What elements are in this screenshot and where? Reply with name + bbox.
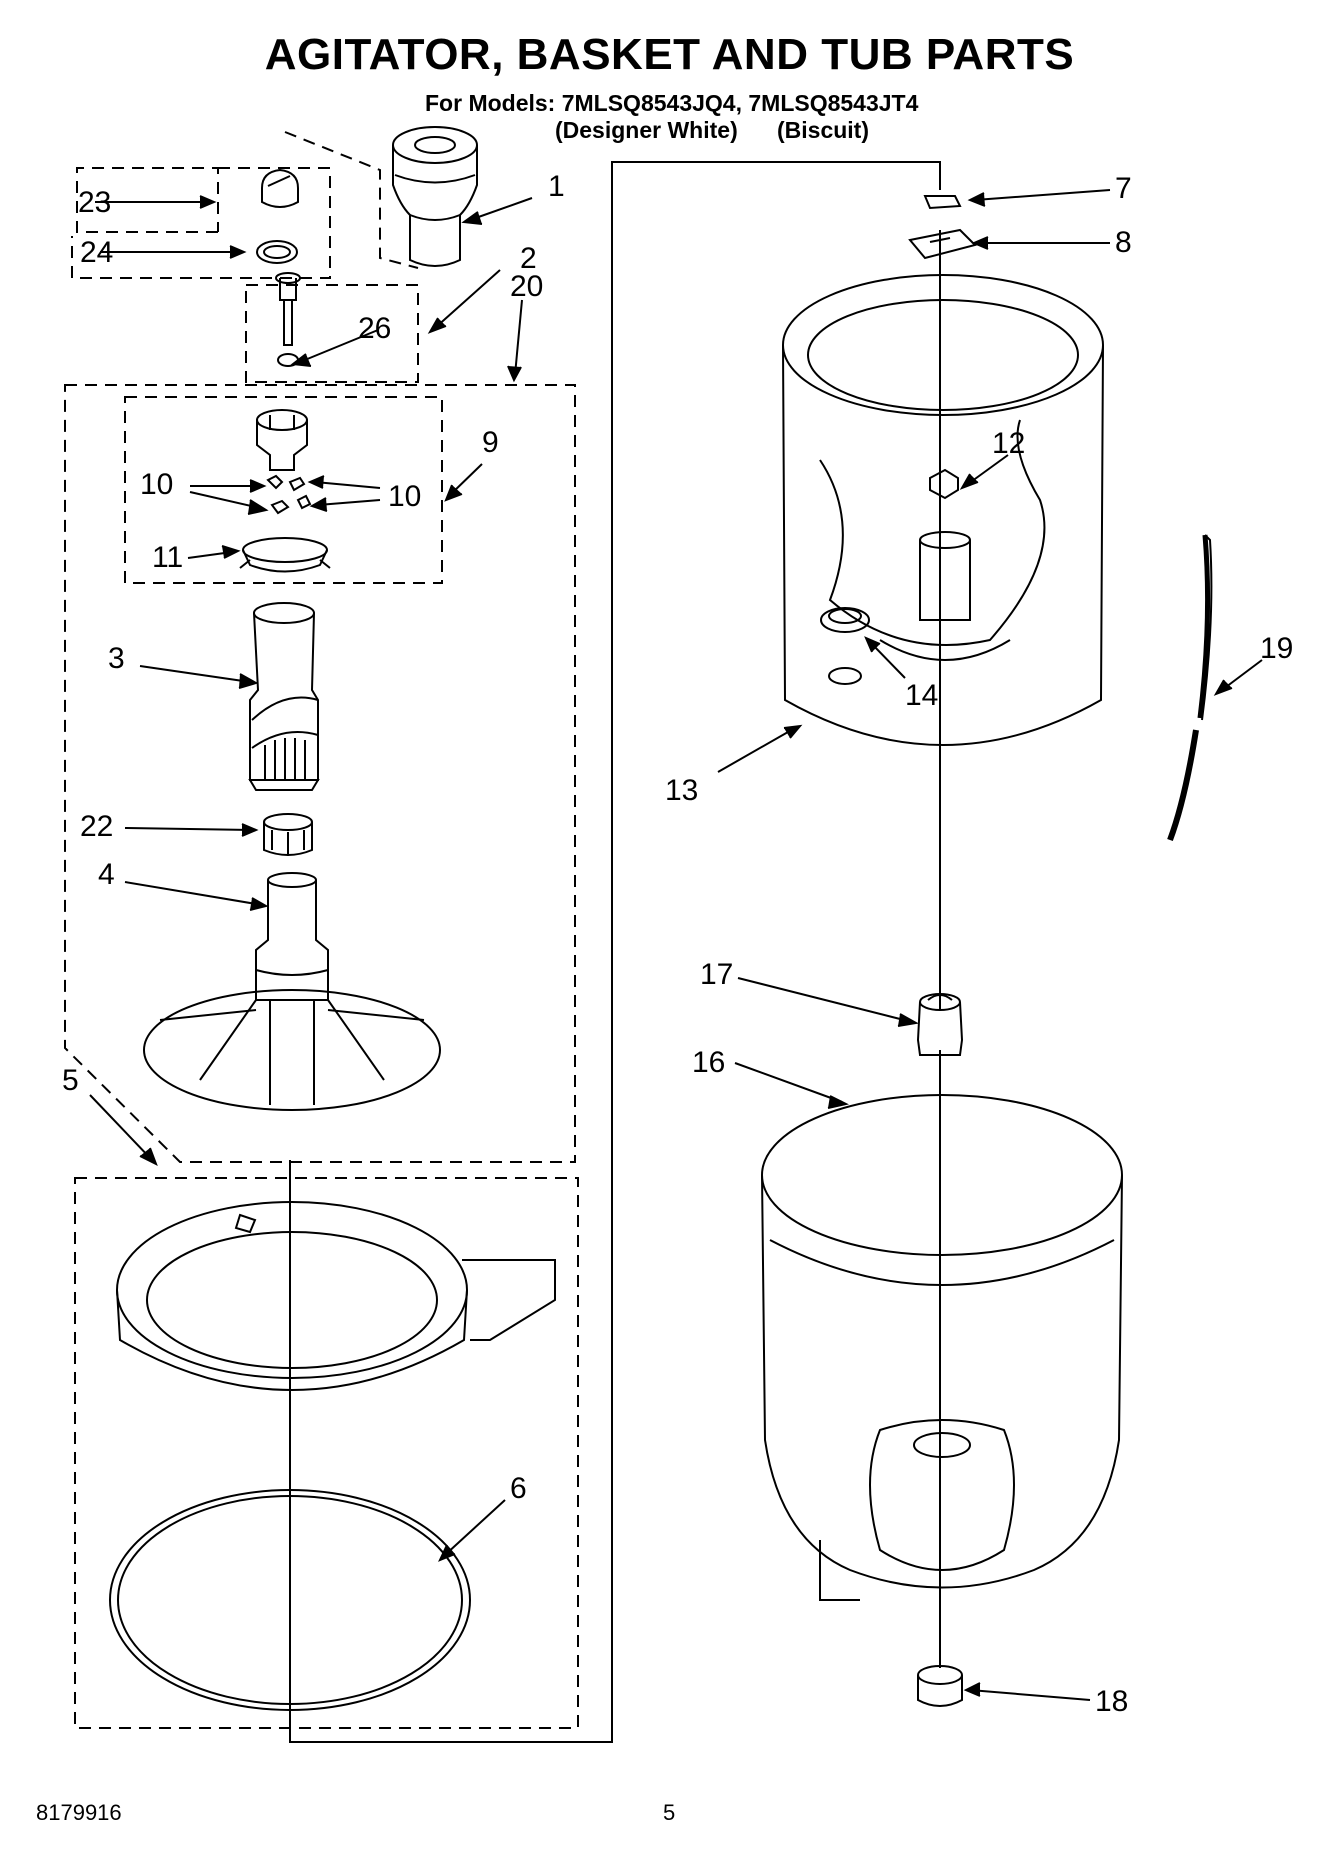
part-12-nut xyxy=(929,468,959,500)
part-7-nut xyxy=(923,195,962,210)
callout-11: 11 xyxy=(152,541,183,574)
models-line: For Models: 7MLSQ8543JQ4, 7MLSQ8543JT4 xyxy=(425,90,919,116)
part-1-dispenser xyxy=(392,126,478,267)
callout-1: 1 xyxy=(548,170,565,203)
part-17-hub xyxy=(916,993,964,1056)
callout-20: 20 xyxy=(510,270,543,303)
callout-16: 16 xyxy=(692,1046,725,1079)
variant-biscuit: (Biscuit) xyxy=(777,117,869,143)
callout-22: 22 xyxy=(80,810,113,843)
part-11-ring xyxy=(239,537,331,573)
part-18-plug xyxy=(917,1665,963,1707)
part-26-bolt xyxy=(275,272,301,367)
group-box-23 xyxy=(76,167,219,233)
part-9-cam xyxy=(256,409,308,471)
part-14-cap xyxy=(820,607,870,685)
callout-8: 8 xyxy=(1115,226,1132,259)
part-16-tub xyxy=(761,1094,1123,1601)
group-box-9 xyxy=(124,396,443,584)
callout-10-right: 10 xyxy=(388,480,421,513)
group-box-24 xyxy=(71,167,331,279)
callout-13: 13 xyxy=(665,774,698,807)
basket-to-tub-line xyxy=(289,161,941,1743)
group-box-20 xyxy=(64,384,576,1163)
callout-26: 26 xyxy=(358,312,391,345)
part-24-ring xyxy=(256,240,298,264)
callout-24: 24 xyxy=(80,236,113,269)
callout-2: 2 xyxy=(520,242,537,275)
part-8-clip xyxy=(908,228,977,260)
part-19-hose xyxy=(1167,534,1213,842)
page-number: 5 xyxy=(663,1800,676,1825)
part-3-agitator-barrel xyxy=(248,602,320,791)
part-22-coupler xyxy=(263,813,313,856)
group-boxes xyxy=(64,131,579,1729)
document-number: 8179916 xyxy=(36,1800,122,1825)
callout-17: 17 xyxy=(700,958,733,991)
part-23-cap xyxy=(261,168,299,208)
group-box-1-link xyxy=(284,131,419,269)
part-13-basket xyxy=(782,274,1104,746)
callout-10-left: 10 xyxy=(140,468,173,501)
part-10-dogs xyxy=(266,474,312,515)
part-6-gasket xyxy=(109,1489,471,1711)
group-box-26 xyxy=(245,284,419,383)
callout-12: 12 xyxy=(992,427,1025,460)
part-4-agitator-base xyxy=(143,872,441,1111)
callout-5: 5 xyxy=(62,1064,79,1097)
callout-19: 19 xyxy=(1260,632,1293,665)
callout-18: 18 xyxy=(1095,1685,1128,1718)
callout-7: 7 xyxy=(1115,172,1132,205)
leader-lines xyxy=(89,189,1263,1701)
callout-3: 3 xyxy=(108,642,125,675)
part-5-tub-ring xyxy=(116,1201,556,1391)
variant-designer-white: (Designer White) xyxy=(555,117,738,143)
callout-4: 4 xyxy=(98,858,115,891)
callout-14: 14 xyxy=(905,679,938,712)
callout-9: 9 xyxy=(482,426,499,459)
page-title: AGITATOR, BASKET AND TUB PARTS xyxy=(264,30,1075,79)
callout-23: 23 xyxy=(78,186,111,219)
callout-6: 6 xyxy=(510,1472,527,1505)
